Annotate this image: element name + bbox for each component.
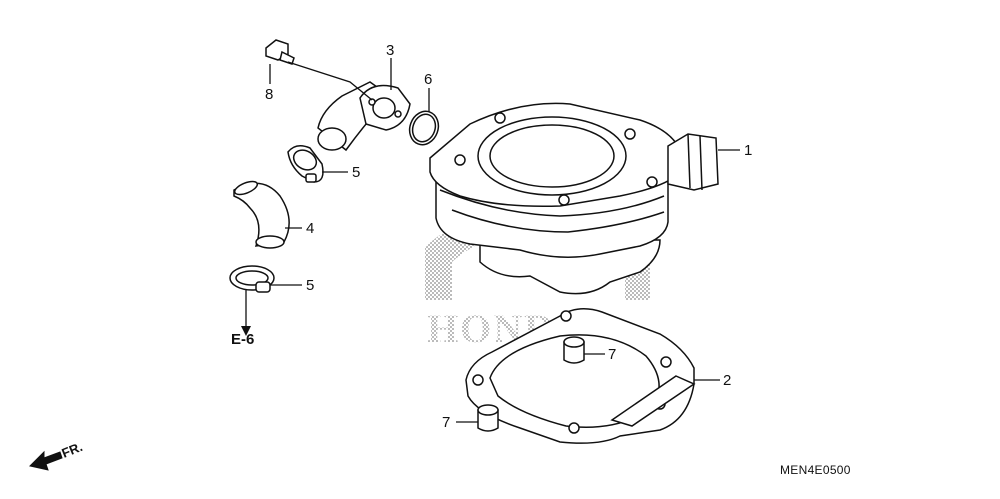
- hose-clamp-lower[interactable]: [229, 265, 275, 293]
- callout-5-upper: 5: [352, 164, 360, 181]
- callout-4: 4: [306, 220, 314, 237]
- callout-2: 2: [723, 372, 731, 389]
- callout-7-upper: 7: [608, 346, 616, 363]
- front-direction-label: FR.: [60, 439, 85, 461]
- cylinder[interactable]: [429, 102, 719, 295]
- water-hose[interactable]: [233, 179, 290, 249]
- water-hose-joint[interactable]: [317, 81, 411, 152]
- ref-arrow-head: [241, 326, 251, 336]
- callout-1: 1: [744, 142, 752, 159]
- hose-clamp-upper[interactable]: [287, 145, 324, 183]
- dowel-pin-lower[interactable]: [477, 404, 499, 432]
- front-direction-indicator: FR.: [29, 439, 85, 471]
- o-ring[interactable]: [405, 107, 443, 149]
- callout-5-lower: 5: [306, 277, 314, 294]
- leader-lines: [241, 58, 740, 423]
- callout-3: 3: [386, 42, 394, 59]
- front-arrow-icon: [29, 450, 63, 471]
- callout-8: 8: [265, 86, 273, 103]
- dowel-pin-upper[interactable]: [563, 336, 585, 364]
- reference-label[interactable]: E-6: [231, 331, 254, 348]
- callouts: 1 2 3 4 5 5 6 7 7 8: [265, 42, 752, 431]
- figure-code: MEN4E0500: [780, 463, 851, 477]
- callout-6: 6: [424, 71, 432, 88]
- callout-7-lower: 7: [442, 414, 450, 431]
- flange-bolt[interactable]: [265, 39, 295, 65]
- leader-8-to-joint: [287, 61, 373, 101]
- cylinder-gasket[interactable]: [465, 308, 696, 444]
